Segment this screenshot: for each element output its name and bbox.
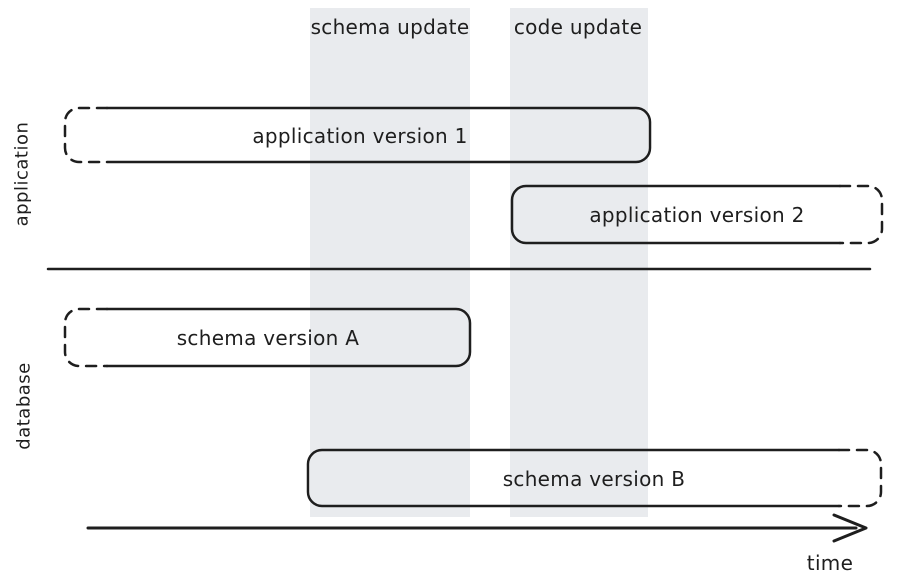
application-version-1-label: application version 1: [252, 124, 468, 148]
database-lane-label: database: [13, 362, 35, 450]
schema-version-a-label: schema version A: [176, 326, 360, 350]
schema-version-b-bar: [306, 448, 841, 508]
schema-update-band: [310, 8, 470, 517]
schema-version-a-bar-dashed-end: [63, 307, 109, 368]
application-version-2-bar-dashed-end: [838, 184, 884, 245]
time-axis-label: time: [806, 551, 854, 575]
code-update-band: [510, 8, 648, 517]
schema-version-b-label: schema version B: [502, 467, 686, 491]
schema-version-b-bar-dashed-end: [837, 448, 883, 508]
application-version-2-bar: [510, 184, 842, 245]
application-version-1-bar: [105, 106, 652, 164]
schema-update-phase-label: schema update: [310, 15, 470, 39]
time-axis-arrowhead-icon: [832, 513, 868, 543]
application-version-2-label: application version 2: [589, 203, 805, 227]
application-version-1-bar-dashed-end: [63, 106, 109, 164]
schema-version-a-bar: [105, 307, 472, 368]
application-lane-label: application: [11, 121, 33, 227]
code-update-phase-label: code update: [513, 15, 643, 39]
